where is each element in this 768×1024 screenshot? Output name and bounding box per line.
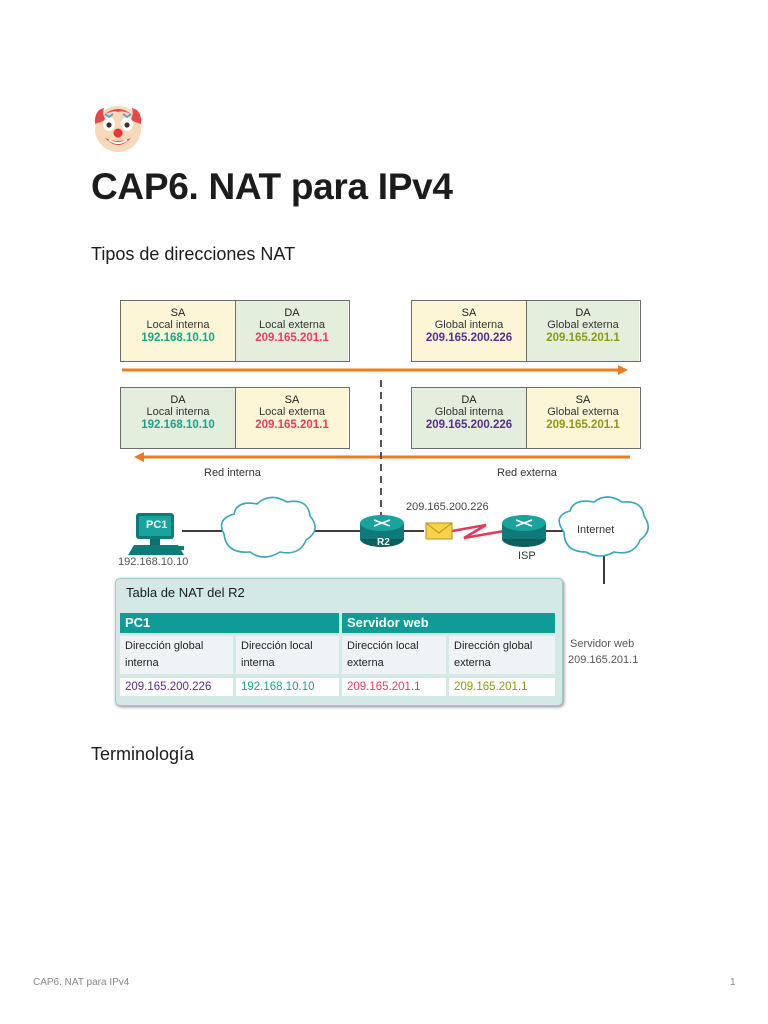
outbound-arrow: [122, 365, 628, 375]
server-label: Servidor web: [570, 638, 635, 650]
field-role: Local interna: [146, 319, 210, 331]
nat-header-cell: Dirección local interna: [236, 636, 339, 674]
r2-router-icon: [360, 515, 404, 547]
packet-header-bottom-right: DA Global interna 209.165.200.226 SA Glo…: [411, 387, 641, 449]
network-drawing: [122, 365, 649, 584]
field-ip: 192.168.10.10: [141, 332, 215, 344]
footer-title: CAP6. NAT para IPv4: [33, 977, 130, 988]
nat-value-cell: 192.168.10.10: [236, 678, 339, 696]
field-key: SA: [170, 307, 186, 319]
field-role: Local externa: [258, 319, 326, 331]
field-key: SA: [461, 307, 477, 319]
field-role: Global externa: [547, 406, 619, 418]
isp-label: ISP: [518, 550, 536, 562]
section-heading-terminologia: Terminología: [91, 744, 195, 764]
return-arrow: [134, 452, 630, 462]
nat-value-cell: 209.165.200.226: [120, 678, 233, 696]
red-interna-label: Red interna: [204, 467, 261, 479]
page-title: CAP6. NAT para IPv4: [91, 166, 453, 207]
field-key: SA: [284, 394, 300, 406]
red-externa-label: Red externa: [497, 467, 557, 479]
field-ip: 209.165.201.1: [546, 419, 620, 431]
nat-group-server: Servidor web: [342, 613, 555, 633]
r2-nat-table: Tabla de NAT del R2 PC1 Servidor web Dir…: [115, 578, 563, 706]
field-role: Local interna: [146, 406, 210, 418]
field-ip: 209.165.200.226: [425, 332, 513, 344]
field-role: Global interna: [434, 406, 504, 418]
link-ip-label: 209.165.200.226: [406, 501, 489, 513]
packet-envelope-icon: [425, 522, 453, 540]
packet-header-top-right: SA Global interna 209.165.200.226 DA Glo…: [411, 300, 641, 362]
pc1-ip: 192.168.10.10: [118, 556, 189, 568]
nat-table-title: Tabla de NAT del R2: [126, 585, 245, 600]
packet-header-top-left: SA Local interna 192.168.10.10 DA Local …: [120, 300, 350, 362]
field-ip: 209.165.201.1: [546, 332, 620, 344]
isp-router-icon: [502, 515, 546, 547]
nat-address-types-diagram: SA Local interna 192.168.10.10 DA Local …: [112, 294, 652, 714]
clown-face-icon: [94, 106, 142, 152]
field-ip: 209.165.201.1: [255, 419, 329, 431]
nat-header-cell: Dirección global interna: [120, 636, 233, 674]
field-key: SA: [575, 394, 591, 406]
serial-link: [451, 523, 505, 540]
r2-label: R2: [377, 537, 390, 548]
field-key: DA: [284, 307, 300, 319]
field-role: Global externa: [547, 319, 619, 331]
internet-cloud: [558, 496, 649, 557]
nat-value-cell: 209.165.201.1: [449, 678, 555, 696]
internet-label: Internet: [577, 524, 615, 536]
field-role: Local externa: [258, 406, 326, 418]
field-role: Global interna: [434, 319, 504, 331]
section-heading-tipos: Tipos de direcciones NAT: [91, 244, 296, 264]
field-ip: 209.165.201.1: [255, 332, 329, 344]
nat-group-pc1: PC1: [120, 613, 339, 633]
pc1-label: PC1: [146, 519, 168, 531]
page-number: 1: [730, 977, 736, 988]
nat-value-cell: 209.165.201.1: [342, 678, 446, 696]
nat-header-cell: Dirección global externa: [449, 636, 555, 674]
nat-header-cell: Dirección local externa: [342, 636, 446, 674]
field-ip: 209.165.200.226: [425, 419, 513, 431]
server-ip: 209.165.201.1: [568, 654, 639, 666]
internal-network-cloud: [220, 496, 316, 558]
field-key: DA: [575, 307, 591, 319]
field-key: DA: [461, 394, 477, 406]
field-ip: 192.168.10.10: [141, 419, 215, 431]
field-key: DA: [170, 394, 186, 406]
packet-header-bottom-left: DA Local interna 192.168.10.10 SA Local …: [120, 387, 350, 449]
pc1-icon: [128, 513, 184, 555]
